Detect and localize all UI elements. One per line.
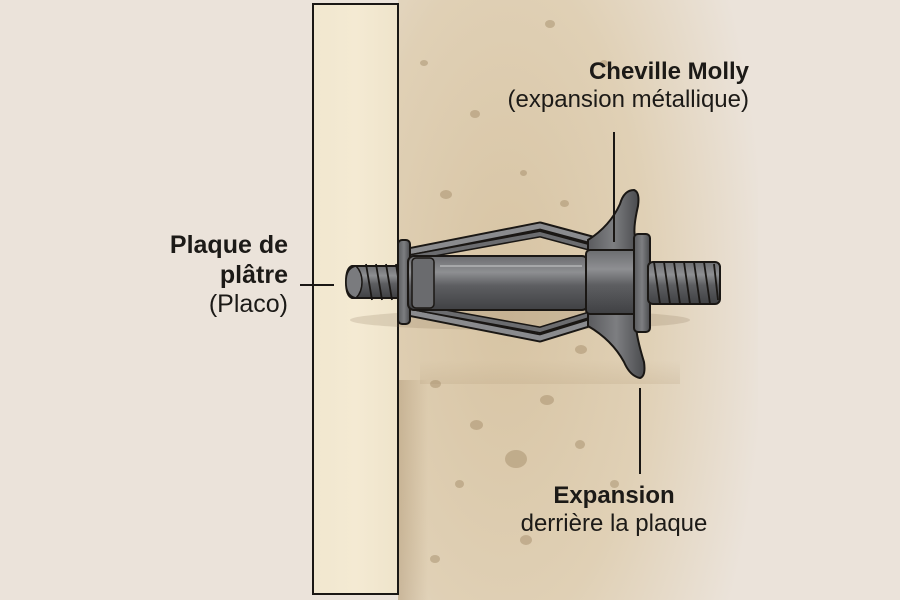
label-plaque-line1: Plaque de [169,231,288,259]
label-expansion: Expansion derrière la plaque [500,482,728,539]
leader-line-expansion [639,388,641,474]
rear-expansion-body [585,188,646,380]
label-plaque-line3: (Placo) [208,290,288,318]
anchor-sleeve [407,255,589,311]
label-expansion-subtitle: derrière la plaque [520,510,708,538]
label-molly-title: Cheville Molly [588,58,749,85]
cavity-shadow [398,380,428,600]
expansion-legs-icon [403,221,597,343]
label-expansion-title: Expansion [553,482,675,509]
screw-tip-icon [344,263,401,301]
label-plaque-line2: plâtre [219,260,288,289]
threaded-bolt-icon [647,261,721,305]
label-molly-subtitle: (expansion métallique) [507,86,749,114]
leader-line-placo [300,284,334,286]
label-cheville-molly: Cheville Molly (expansion métallique) [457,58,749,115]
leader-line-molly [613,132,615,242]
label-plaque-de-platre: Plaque de plâtre (Placo) [170,231,288,320]
